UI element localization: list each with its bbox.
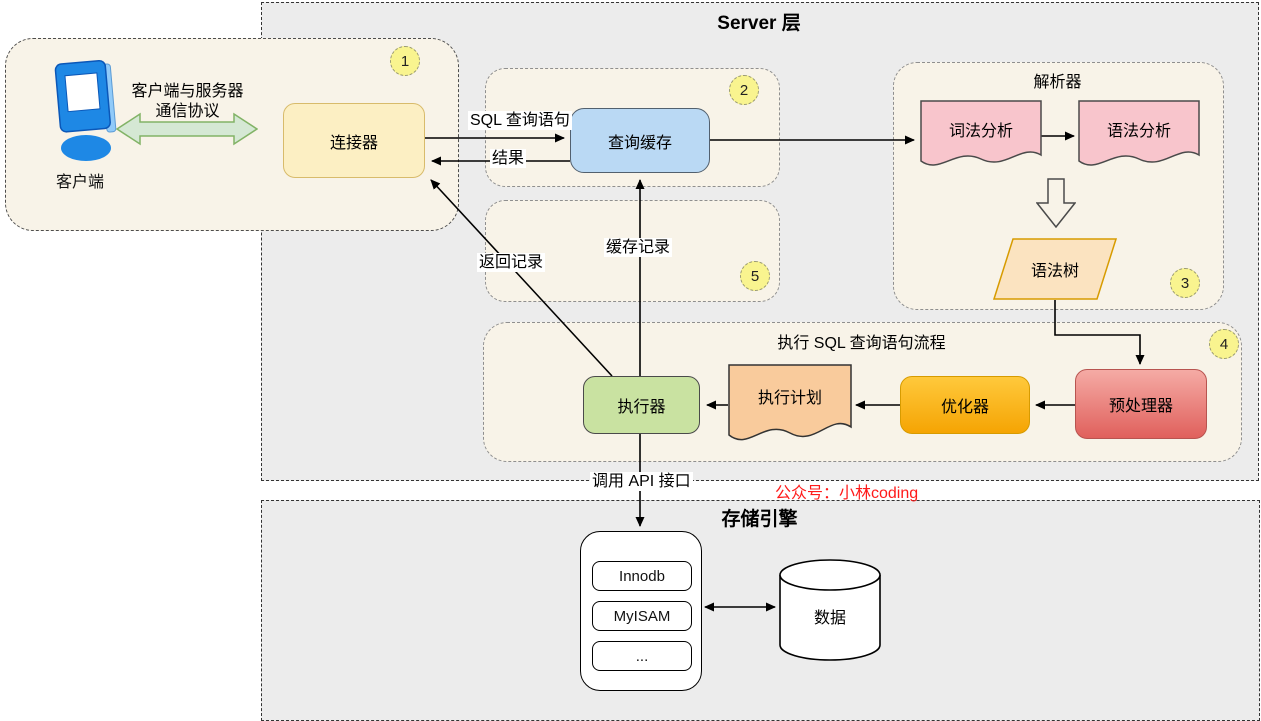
preprocessor-node: 预处理器	[1075, 369, 1207, 439]
down-arrow-icon	[1036, 178, 1076, 228]
storage-engine-title: 存储引擎	[721, 509, 798, 530]
client-monitor-icon	[54, 59, 117, 161]
badge-5: 5	[740, 261, 770, 291]
exec-plan-shape	[728, 364, 852, 441]
database-cylinder-icon	[779, 559, 881, 661]
protocol-label: 客户端与服务器 通信协议	[110, 82, 265, 122]
badge-1: 1	[390, 46, 420, 76]
syntax-tree-shape	[993, 238, 1117, 300]
engine-item-innodb: Innodb	[592, 561, 692, 591]
executor-node: 执行器	[583, 376, 700, 434]
badge-2: 2	[729, 75, 759, 105]
client-label: 客户端	[55, 174, 104, 191]
storage-engine-container	[261, 500, 1260, 721]
return-record-edge-label: 返回记录	[477, 253, 546, 273]
badge-4: 4	[1209, 329, 1239, 359]
optimizer-node: 优化器	[900, 376, 1030, 434]
engine-item-myisam: MyISAM	[592, 601, 692, 631]
bidirectional-arrow-icon	[116, 112, 258, 146]
result-edge-label: 结果	[490, 149, 527, 169]
syntax-analysis-shape	[1078, 100, 1200, 166]
cache-record-edge-label: 缓存记录	[604, 238, 673, 258]
sql-query-edge-label: SQL 查询语句	[468, 111, 572, 131]
badge-3: 3	[1170, 268, 1200, 298]
watermark-text: 公众号：小林coding	[775, 485, 919, 502]
parser-group-title: 解析器	[1033, 74, 1082, 91]
call-api-edge-label: 调用 API 接口	[590, 472, 693, 492]
engine-item-other: ...	[592, 641, 692, 671]
protocol-label-line2: 通信协议	[155, 103, 220, 120]
connector-node: 连接器	[283, 103, 425, 178]
protocol-label-line1: 客户端与服务器	[131, 83, 244, 100]
server-layer-title: Server 层	[717, 13, 801, 34]
query-cache-node: 查询缓存	[570, 108, 710, 173]
exec-flow-group-title: 执行 SQL 查询语句流程	[777, 335, 946, 352]
lexical-analysis-shape	[920, 100, 1042, 166]
